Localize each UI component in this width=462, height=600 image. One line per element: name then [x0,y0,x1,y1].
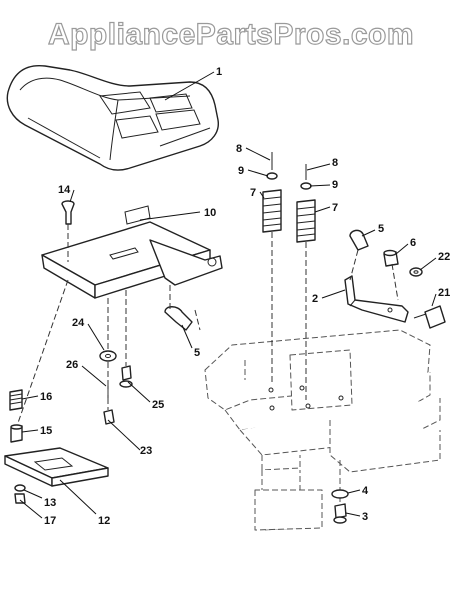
callout-13: 13 [44,497,56,509]
callout-3: 3 [362,511,368,523]
rail-nut-part [14,493,26,504]
callout-26: 26 [66,359,78,371]
frame-washer-part [331,489,349,499]
callout-16: 16 [40,391,52,403]
callout-24: 24 [72,317,85,329]
spring-left-part [262,189,282,233]
callout-9-right: 9 [332,179,338,191]
callout-10: 10 [204,207,216,219]
washer-part [99,350,117,362]
seat-bracket-part [344,275,409,323]
spring-bolt-right-part [300,164,312,190]
spring-right-part [296,199,316,243]
small-spring-part [9,389,23,411]
lock-washer-part [14,484,26,492]
right-knob-part [349,229,369,251]
callout-23: 23 [140,445,152,457]
callout-2: 2 [312,293,318,305]
adjust-knob-part [164,306,193,331]
bracket-nut-part [383,249,399,267]
callout-12: 12 [98,515,110,527]
callout-5-right: 5 [378,223,384,235]
leader-lines [19,71,437,519]
seat-pan-part [41,205,223,299]
seat-part [6,64,219,171]
callout-4: 4 [362,485,369,497]
callout-22: 22 [438,251,450,263]
hinge-bolt-part [61,200,75,225]
callout-17: 17 [44,515,56,527]
callout-1: 1 [216,66,222,78]
callout-8-right: 8 [332,157,338,169]
site-watermark: AppliancePartsPros.com [47,17,415,51]
callout-6: 6 [410,237,416,249]
callout-7-right: 7 [332,202,338,214]
frame-bolt-part [333,503,347,524]
spring-bolt-left-part [266,152,278,180]
knob-bolt-part [413,305,446,329]
callout-8-left: 8 [236,143,242,155]
callout-25: 25 [152,399,164,411]
callout-9-left: 9 [238,165,244,177]
bushing-part [10,424,23,443]
slide-rail-part [4,447,109,487]
callout-5-left: 5 [194,347,200,359]
nut-part [103,409,115,425]
callout-21: 21 [438,287,450,299]
callout-labels: 1 2 3 4 5 5 6 7 7 8 8 9 9 10 12 13 14 15… [40,66,450,527]
bracket-washer-part [409,267,423,277]
callout-14: 14 [58,184,71,196]
callout-7-left: 7 [250,187,256,199]
callout-15: 15 [40,425,52,437]
frame-holes [268,385,344,411]
frame-outline [204,329,441,531]
